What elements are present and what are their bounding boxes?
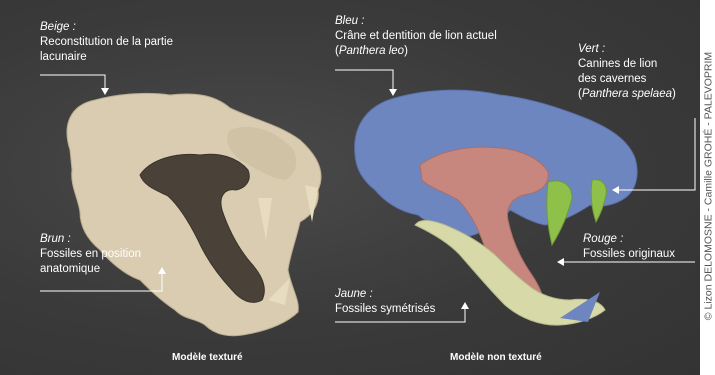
rouge-arrowhead [557,258,564,266]
green-canine-right [591,180,606,222]
label-rouge-key: Rouge : [583,232,698,247]
label-vert-key: Vert : [578,42,698,57]
label-jaune: Jaune : Fossiles symétrisés [335,287,495,317]
label-bleu-key: Bleu : [335,14,565,29]
label-beige-line1: Reconstitution de la partie [40,35,240,50]
label-brun-line1: Fossiles en position [40,247,190,262]
caption-textured: Modèle texturé [172,352,243,363]
beige-leader [40,75,105,92]
caption-untextured: Modèle non texturé [450,352,542,363]
label-brun-key: Brun : [40,232,190,247]
beige-arrowhead [101,88,109,95]
label-bleu-line1: Crâne et dentition de lion actuel [335,29,565,44]
label-vert-line3: (Panthera spelaea) [578,87,698,102]
bleu-arrowhead [389,89,397,96]
label-jaune-line1: Fossiles symétrisés [335,302,495,317]
label-brun-line2: anatomique [40,262,190,277]
label-vert-line1: Canines de lion [578,57,698,72]
credit-text: © Lizon DELOMOSNE - Camille GROHÉ - PALE… [703,0,715,373]
label-vert: Vert : Canines de lion des cavernes (Pan… [578,42,698,102]
label-rouge-line1: Fossiles originaux [583,247,698,262]
label-jaune-key: Jaune : [335,287,495,302]
label-beige-key: Beige : [40,20,240,35]
label-vert-line2: des cavernes [578,72,698,87]
credit-strip: © Lizon DELOMOSNE - Camille GROHÉ - PALE… [702,0,715,375]
label-beige-line2: lacunaire [40,50,240,65]
label-brun: Brun : Fossiles en position anatomique [40,232,190,277]
bleu-leader [335,70,393,93]
label-rouge: Rouge : Fossiles originaux [583,232,698,262]
label-bleu: Bleu : Crâne et dentition de lion actuel… [335,14,565,59]
label-bleu-line2: (Panthera leo) [335,44,565,59]
label-beige: Beige : Reconstitution de la partie lacu… [40,20,240,65]
textured-skull [67,93,321,335]
figure-panel: Beige : Reconstitution de la partie lacu… [0,0,700,375]
